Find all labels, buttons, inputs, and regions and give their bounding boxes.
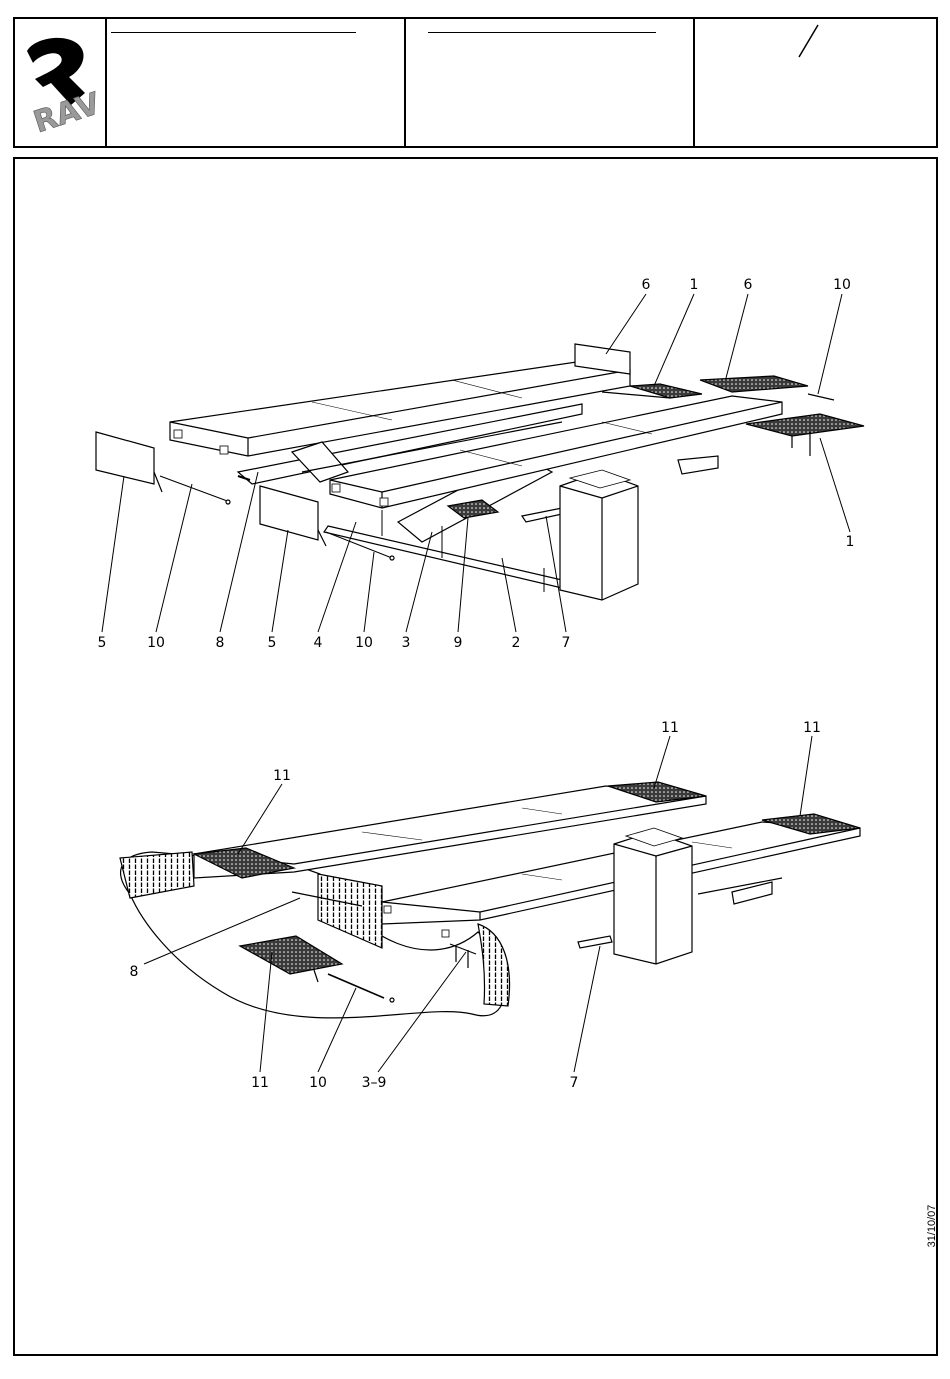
title-block: RAV bbox=[13, 17, 938, 148]
callout-label: 1 bbox=[846, 534, 855, 550]
callout-label: 6 bbox=[642, 277, 651, 293]
callout-label: 9 bbox=[454, 635, 463, 651]
figure-top bbox=[96, 344, 864, 600]
callout-label: 3–9 bbox=[362, 1075, 387, 1091]
title-field-b bbox=[404, 19, 695, 146]
callout-label: 10 bbox=[833, 277, 851, 293]
callout-label: 6 bbox=[744, 277, 753, 293]
callout-label: 8 bbox=[130, 964, 139, 980]
callout-label: 7 bbox=[570, 1075, 579, 1091]
ramp-5-right bbox=[260, 486, 318, 540]
callout-label: 7 bbox=[562, 635, 571, 651]
callout-label: 11 bbox=[803, 720, 821, 736]
stop-plate-6-right bbox=[700, 376, 808, 392]
pit-wall-right bbox=[478, 924, 510, 1006]
pit-wall-mid bbox=[318, 874, 382, 948]
revision-field bbox=[693, 19, 938, 146]
callout-label: 1 bbox=[690, 277, 699, 293]
callout-label: 10 bbox=[355, 635, 373, 651]
callout-label: 5 bbox=[98, 635, 107, 651]
callout-label: 8 bbox=[216, 635, 225, 651]
control-unit-top bbox=[560, 470, 638, 600]
logo-cell: RAV bbox=[15, 19, 107, 146]
base-plate-7 bbox=[578, 936, 612, 948]
callout-label: 3 bbox=[402, 635, 411, 651]
pit-wall-left bbox=[120, 852, 194, 898]
drawing-area: 6 1 6 10 1 5 10 8 5 4 10 3 9 2 7 11 11 1… bbox=[13, 157, 938, 1356]
revision-mark bbox=[693, 19, 936, 146]
title-field-a bbox=[105, 19, 406, 146]
callout-label: 5 bbox=[268, 635, 277, 651]
callout-label: 10 bbox=[147, 635, 165, 651]
callout-label: 11 bbox=[251, 1075, 269, 1091]
callout-label: 11 bbox=[273, 768, 291, 784]
callout-label: 2 bbox=[512, 635, 521, 651]
ramp-5-left bbox=[96, 432, 154, 484]
plate-11-loose bbox=[240, 936, 342, 974]
callout-label: 10 bbox=[309, 1075, 327, 1091]
control-unit-bottom bbox=[614, 828, 692, 964]
exploded-view-drawings: 6 1 6 10 1 5 10 8 5 4 10 3 9 2 7 11 11 1… bbox=[15, 159, 936, 1354]
date-code-text: 31/10/07 bbox=[926, 1205, 938, 1248]
callout-label: 4 bbox=[314, 635, 323, 651]
figure-bottom bbox=[120, 782, 860, 1018]
callout-label: 11 bbox=[661, 720, 679, 736]
rav-logo: RAV bbox=[15, 19, 103, 146]
logo-text: RAV bbox=[29, 86, 103, 140]
